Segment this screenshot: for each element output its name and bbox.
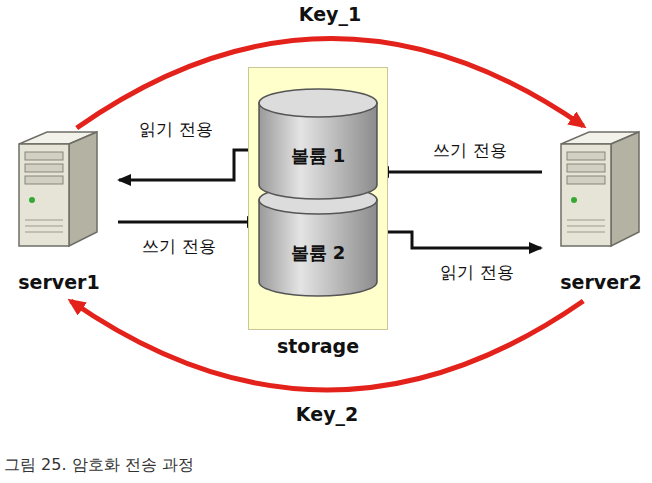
volume-label: 볼륨 2: [258, 241, 378, 265]
server-label: server1: [0, 271, 118, 293]
access-arrow: [377, 171, 542, 174]
cylinder-shape: [258, 185, 378, 297]
server-icon: [5, 128, 105, 250]
storage-node: storage 볼륨 1 볼륨 2: [248, 67, 388, 357]
volume-cylinder: 볼륨 2: [258, 185, 378, 297]
server-node: server1: [0, 128, 118, 295]
server-label: server2: [542, 271, 652, 293]
key-label: Key_1: [296, 3, 364, 25]
access-arrow: [378, 232, 541, 248]
access-label: 읽기 전용: [136, 118, 215, 141]
server-icon: [547, 128, 647, 250]
key-label: Key_2: [293, 403, 361, 425]
figure-caption: 그림 25. 암호화 전송 과정: [4, 455, 194, 476]
volume-label: 볼륨 1: [258, 144, 378, 168]
volume-cylinder: 볼륨 1: [258, 88, 378, 200]
server-node: server2: [542, 128, 652, 295]
cylinder-shape: [258, 88, 378, 200]
access-label: 쓰기 전용: [139, 235, 218, 258]
storage-label: storage: [248, 335, 388, 357]
access-label: 읽기 전용: [437, 261, 516, 284]
access-label: 쓰기 전용: [430, 139, 509, 162]
access-arrow: [119, 150, 258, 180]
access-arrow: [118, 221, 259, 224]
